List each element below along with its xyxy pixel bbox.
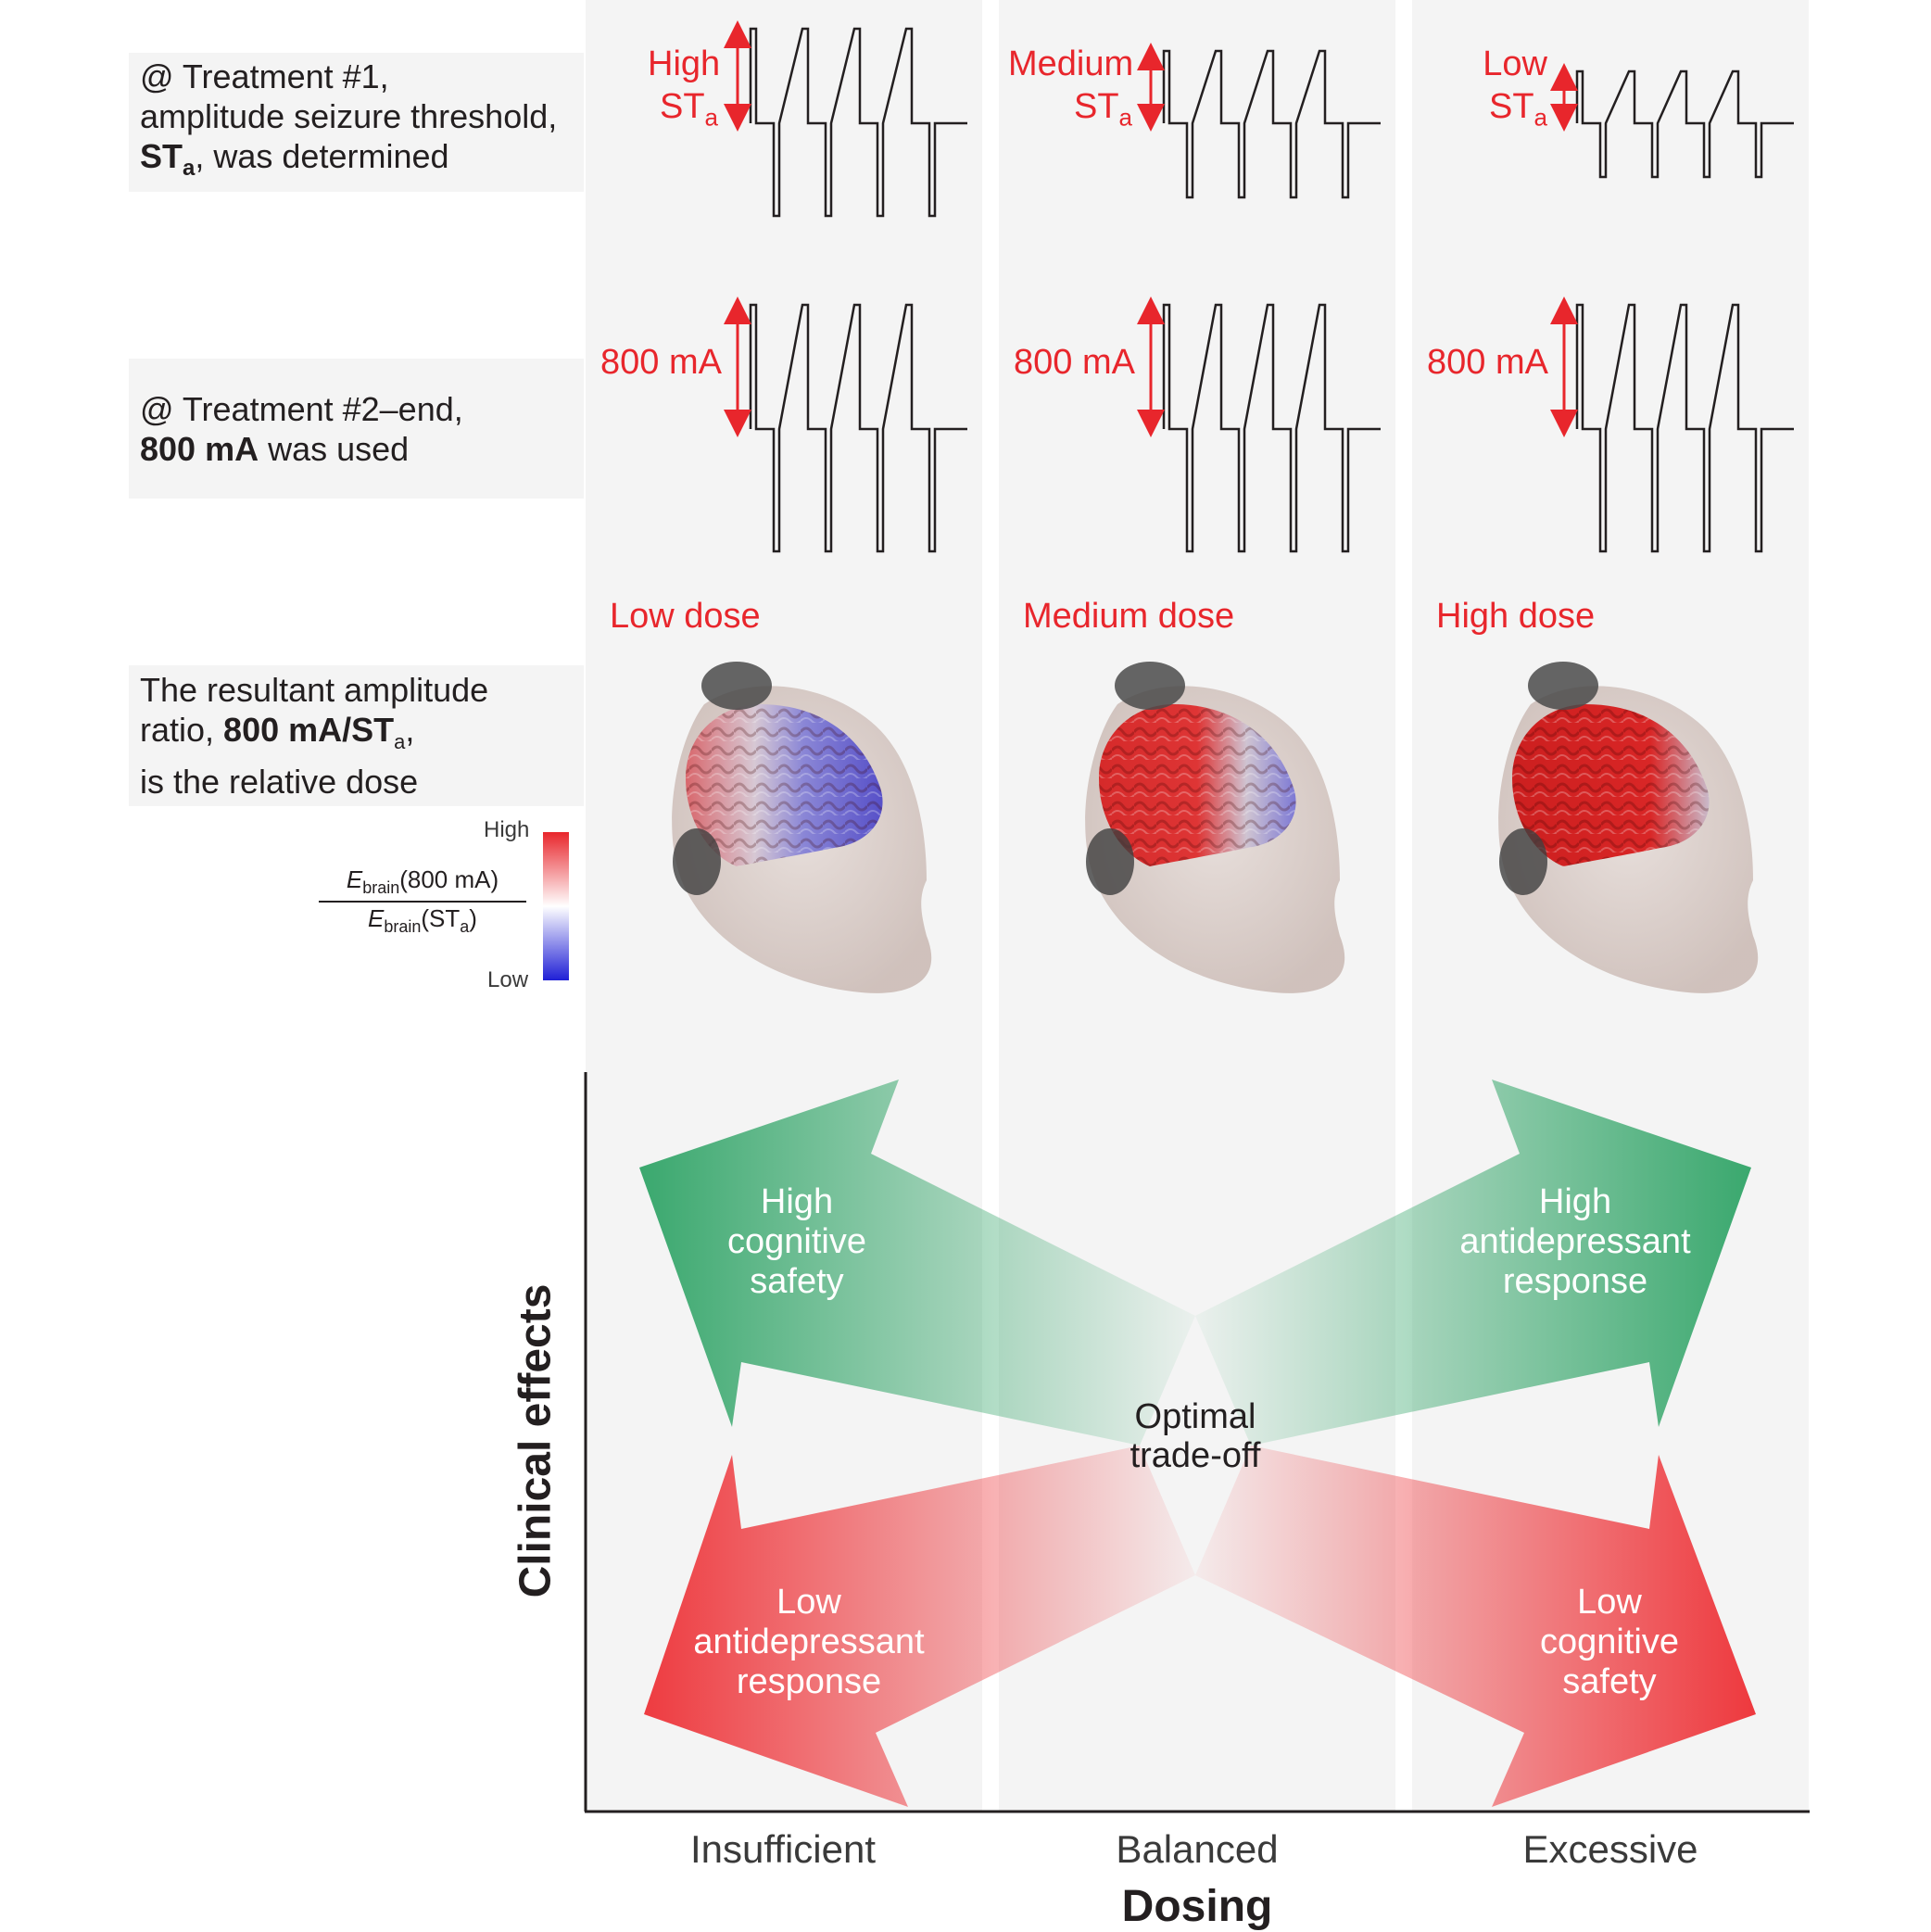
label-high-antidepressant-response: High antidepressant response <box>1459 1182 1691 1301</box>
brain-model-mostly-red <box>1498 662 1759 993</box>
ratio-subscript: a <box>394 730 406 754</box>
x-tick-excessive: Excessive <box>1522 1827 1698 1871</box>
label-high-cognitive-safety: High cognitive safety <box>727 1182 866 1301</box>
green-arrow-right <box>1195 1080 1751 1446</box>
brain-model-mixed <box>1085 662 1345 993</box>
x-axis-title: Dosing <box>1121 1882 1273 1931</box>
colorbar-high-label: High <box>484 817 530 842</box>
sta-term: ST <box>140 136 183 175</box>
label-low-cognitive-safety: Low cognitive safety <box>1540 1583 1679 1701</box>
brain-model-mostly-blue <box>672 662 932 993</box>
waveform-low-threshold <box>1575 69 1794 179</box>
waveform-800ma-2 <box>1162 303 1381 553</box>
treatment2-description: @ Treatment #2–end, 800 mA was used <box>129 359 584 499</box>
red-arrow-right <box>1195 1446 1756 1807</box>
waveform-800ma-1 <box>749 303 967 553</box>
colorbar-fraction: Ebrain(800 mA) Ebrain(STa) <box>319 865 526 937</box>
treatment1-line1: @ Treatment #1, <box>140 57 389 95</box>
relative-dose-description: The resultant amplitude ratio, 800 mA/ST… <box>129 665 584 806</box>
treatment2-line2: was used <box>259 429 410 468</box>
threshold-label-high: High STa <box>648 44 721 132</box>
red-arrow-left <box>644 1446 1195 1807</box>
ratio-term: 800 mA/ST <box>223 710 395 749</box>
fixed-amplitude-label-3: 800 mA <box>1427 343 1548 382</box>
fixed-amplitude-label-1: 800 mA <box>600 343 722 382</box>
label-low-antidepressant-response: Low antidepressant response <box>693 1583 925 1701</box>
ratio-line3: is the relative dose <box>140 763 419 802</box>
threshold-label-low: Low STa <box>1483 44 1547 132</box>
dose-label-low: Low dose <box>610 597 761 636</box>
colorbar <box>543 832 569 980</box>
dose-label-high: High dose <box>1436 597 1596 636</box>
y-axis-title: Clinical effects <box>511 1283 561 1598</box>
label-optimal-trade-off: Optimal trade-off <box>1130 1397 1261 1475</box>
waveform-medium-threshold <box>1162 49 1381 199</box>
ratio-line1: The resultant amplitude <box>140 670 489 709</box>
threshold-label-medium: Medium STa <box>1008 44 1134 132</box>
colorbar-low-label: Low <box>487 967 529 992</box>
waveform-800ma-3 <box>1575 303 1794 553</box>
800ma-term: 800 mA <box>140 429 259 468</box>
treatment2-line1: @ Treatment #2–end, <box>140 389 463 428</box>
treatment1-line3: , was determined <box>195 136 449 175</box>
treatment1-description: @ Treatment #1, amplitude seizure thresh… <box>129 53 584 192</box>
treatment1-line2: amplitude seizure threshold, <box>140 96 558 135</box>
dose-label-medium: Medium dose <box>1023 597 1235 636</box>
green-arrow-left <box>639 1080 1195 1446</box>
ratio-line2-post: , <box>405 710 415 749</box>
fixed-amplitude-label-2: 800 mA <box>1014 343 1135 382</box>
sta-subscript: a <box>183 156 196 182</box>
waveform-high-threshold <box>749 27 967 218</box>
x-tick-balanced: Balanced <box>1116 1827 1279 1871</box>
ratio-line2-pre: ratio, <box>140 710 224 749</box>
x-tick-insufficient: Insufficient <box>689 1827 877 1871</box>
